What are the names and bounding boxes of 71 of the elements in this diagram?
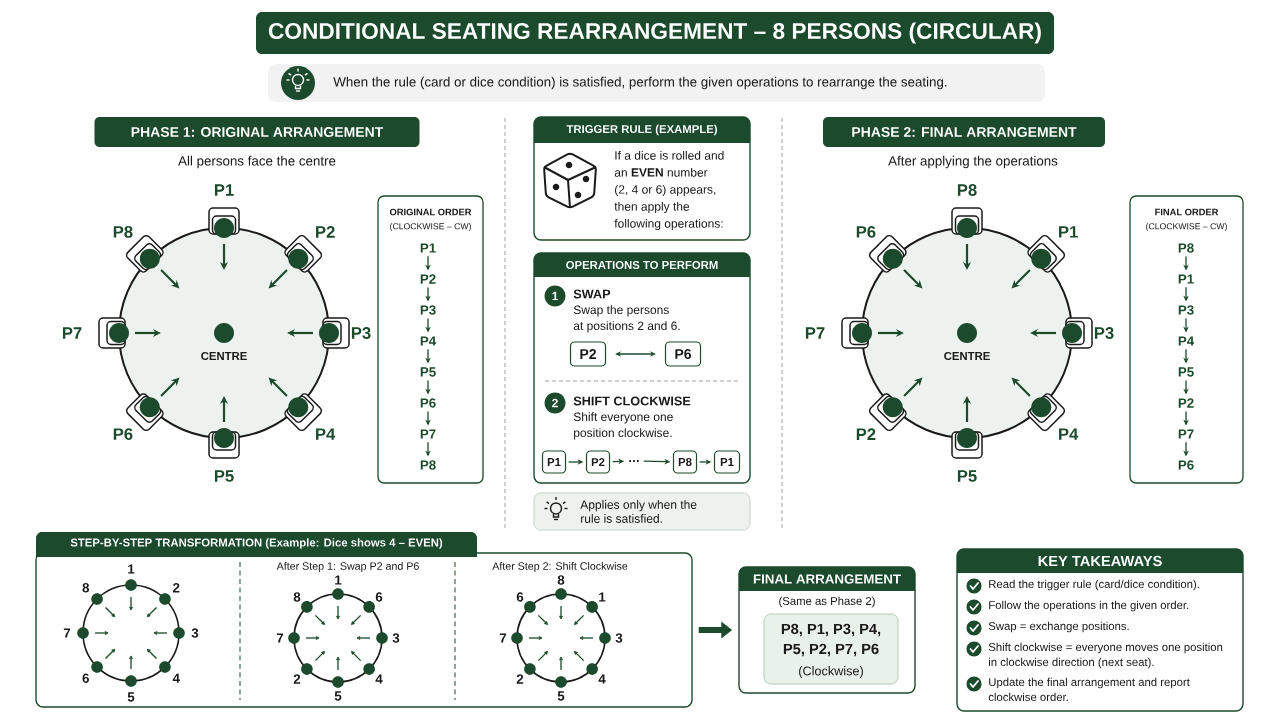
table-label: CENTRE [201, 352, 247, 360]
seat-number: 1 [599, 592, 606, 602]
subheading: After applying the operations [888, 155, 1058, 169]
seat-number: 4 [375, 674, 383, 684]
seat-label: P8 [113, 226, 133, 238]
panel-subheading: (CLOCKWISE – CW) [1146, 222, 1227, 232]
seat-number: 3 [615, 633, 623, 643]
seat-number: 7 [63, 628, 71, 638]
takeaway-text: Shift clockwise = everyone moves one position in clockwise direction (next seat). [988, 642, 1223, 669]
seat-number: 4 [172, 673, 180, 683]
seat-number: 6 [375, 592, 383, 602]
seat-label: P6 [856, 226, 876, 238]
seat-label: P1 [214, 184, 234, 196]
step-title: SHIFT CLOCKWISE [573, 396, 691, 406]
seat-label: P3 [1094, 327, 1114, 339]
step-caption: After Step 1: Swap P2 and P6 [276, 562, 419, 572]
panel-header: FINAL ARRANGEMENT [739, 567, 915, 591]
title-banner: CONDITIONAL SEATING REARRANGEMENT – 8 PERSONS (CIRCULAR) [256, 12, 1055, 54]
seat-number: 5 [334, 691, 342, 701]
seat-label: P1 [1059, 226, 1078, 238]
step-caption: After Step 2: Shift Clockwise [492, 562, 628, 572]
seat-number: 8 [82, 583, 90, 593]
seat-number: 3 [392, 633, 400, 643]
seat-label: P4 [316, 428, 336, 440]
seat-label: P8 [957, 184, 977, 196]
takeaway-text: Read the trigger rule (card/dice condition). [989, 579, 1199, 591]
seat-number: 1 [335, 575, 342, 585]
takeaway-text: Update the final arrangement and report clockwise order. [988, 677, 1190, 702]
seat-label: P2 [856, 428, 876, 440]
seat-number: 7 [499, 633, 507, 643]
seat-number: 3 [191, 628, 199, 638]
phase-heading: PHASE 1: ORIGINAL ARRANGEMENT [94, 117, 420, 147]
seat-label: P3 [351, 327, 371, 339]
seat-number: 6 [82, 673, 89, 683]
rule-text: If a dice is rolled and an EVEN number (2, 4 or 6) appears, then apply the following operations: [614, 150, 724, 231]
seat-number: 8 [293, 592, 301, 602]
panel-heading: ORIGINAL ORDER [389, 208, 472, 216]
seat-label: P7 [805, 327, 825, 339]
seat-number: 6 [516, 592, 524, 602]
subheading: (Same as Phase 2) [779, 596, 875, 608]
number-badge: 2 [544, 392, 566, 414]
seat-number: 2 [516, 674, 524, 684]
panel-header: TRIGGER RULE (EXAMPLE) [534, 117, 750, 143]
seat-label: P4 [1059, 428, 1079, 440]
seat-label: P5 [957, 470, 977, 482]
seat-number: 2 [293, 674, 301, 684]
number-badge: 1 [544, 285, 566, 307]
takeaway-text: Follow the operations in the given order. [989, 600, 1189, 612]
takeaway-text: Swap = exchange positions. [988, 621, 1129, 633]
tab-header: STEP-BY-STEP TRANSFORMATION (Example: Dice shows 4 – EVEN) [36, 532, 477, 557]
seat-label: P2 [316, 226, 335, 238]
panel-heading: FINAL ORDER [1155, 208, 1219, 216]
seat-number: 1 [128, 564, 135, 574]
seat-number: 4 [598, 674, 606, 684]
seat-number: 5 [557, 691, 565, 701]
seat-number: 5 [127, 692, 135, 702]
table-label: CENTRE [944, 352, 990, 360]
step-title: SWAP [573, 289, 611, 299]
seat-label: P7 [62, 327, 82, 339]
panel-header: OPERATIONS TO PERFORM [534, 253, 750, 277]
seat-number: 8 [557, 575, 565, 585]
phase-heading: PHASE 2: FINAL ARRANGEMENT [823, 117, 1105, 147]
panel-subheading: (CLOCKWISE – CW) [390, 222, 471, 232]
step-text: Swap the persons at positions 2 and 6. [573, 305, 680, 333]
seat-label: P6 [113, 428, 133, 440]
seat-number: 7 [276, 633, 284, 643]
step-text: Shift everyone one position clockwise. [573, 412, 673, 440]
panel-header: KEY TAKEAWAYS [957, 549, 1243, 573]
seat-number: 2 [173, 583, 180, 593]
seat-label: P5 [214, 470, 234, 482]
subheading: All persons face the centre [178, 155, 336, 169]
